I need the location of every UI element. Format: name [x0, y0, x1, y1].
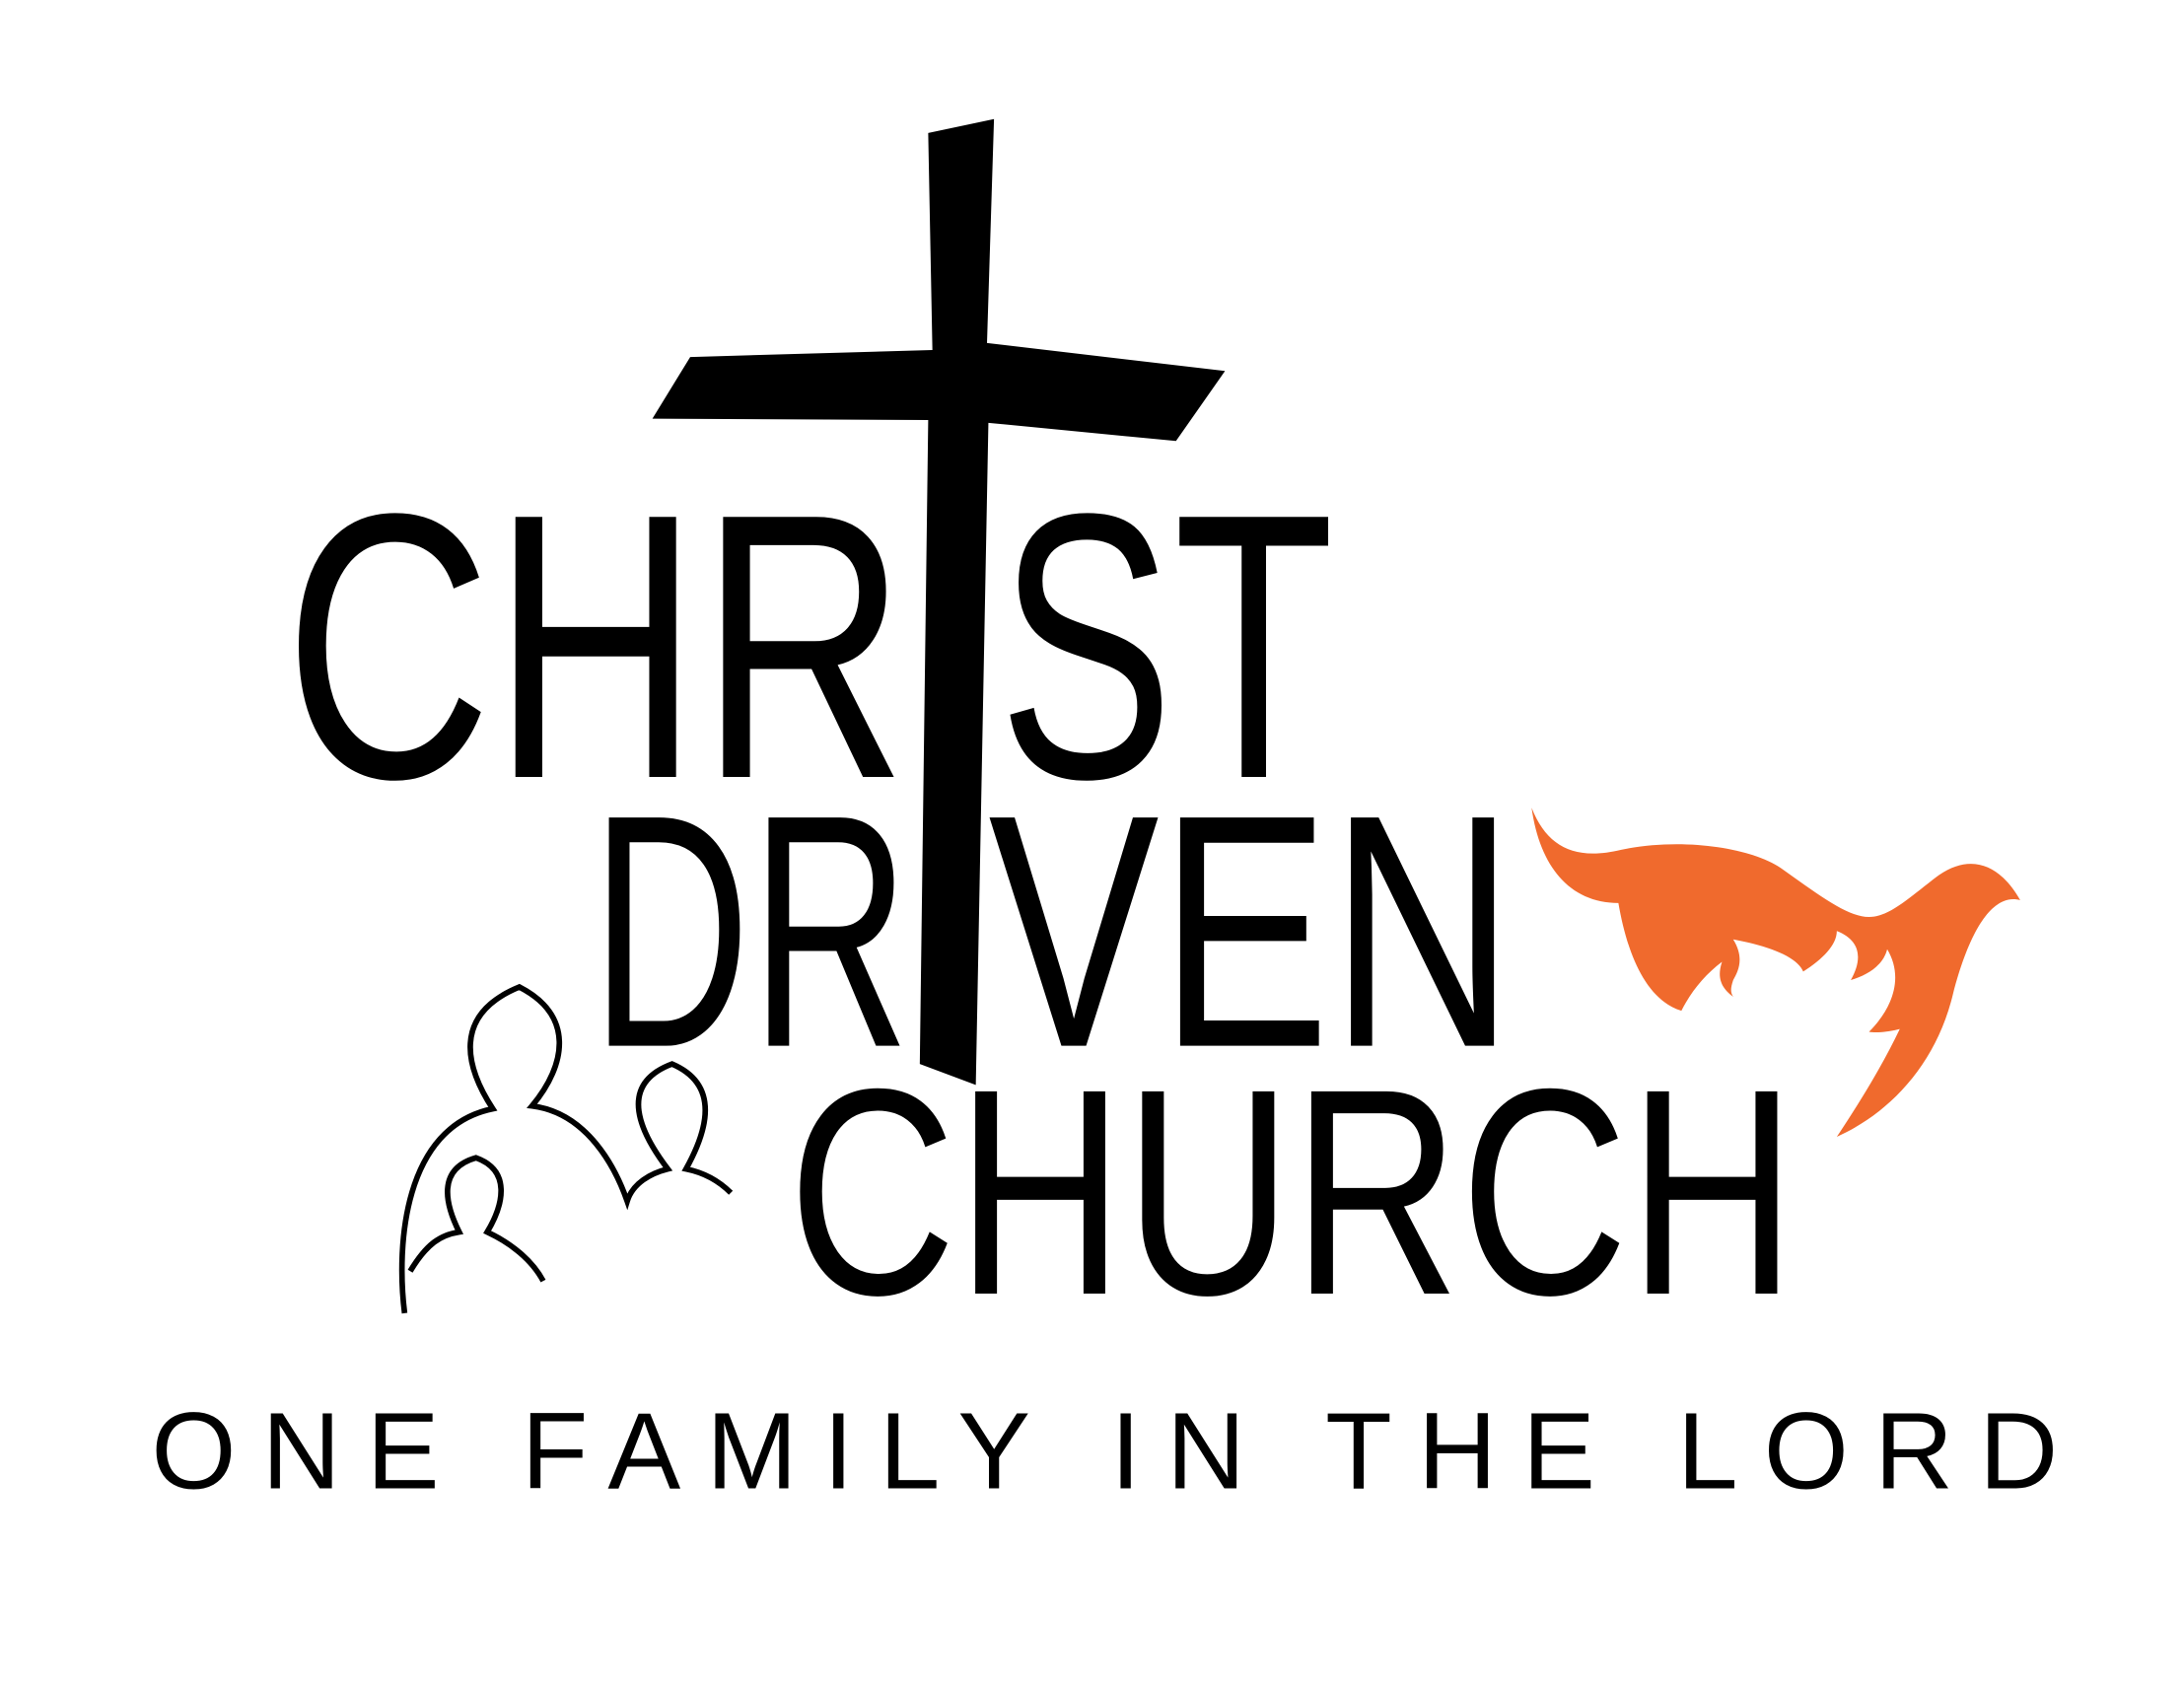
logo-line2-right: VEN [988, 746, 1515, 1117]
logo-line2-left: DR [591, 746, 910, 1117]
logo-line3: CHURCH [788, 1028, 1796, 1357]
cross-icon [652, 118, 1226, 1086]
logo-line1-left: CHR [284, 436, 907, 858]
family-icon [398, 983, 734, 1314]
dove-icon [1531, 808, 2020, 1137]
logo-line1-right: ST [998, 436, 1334, 858]
